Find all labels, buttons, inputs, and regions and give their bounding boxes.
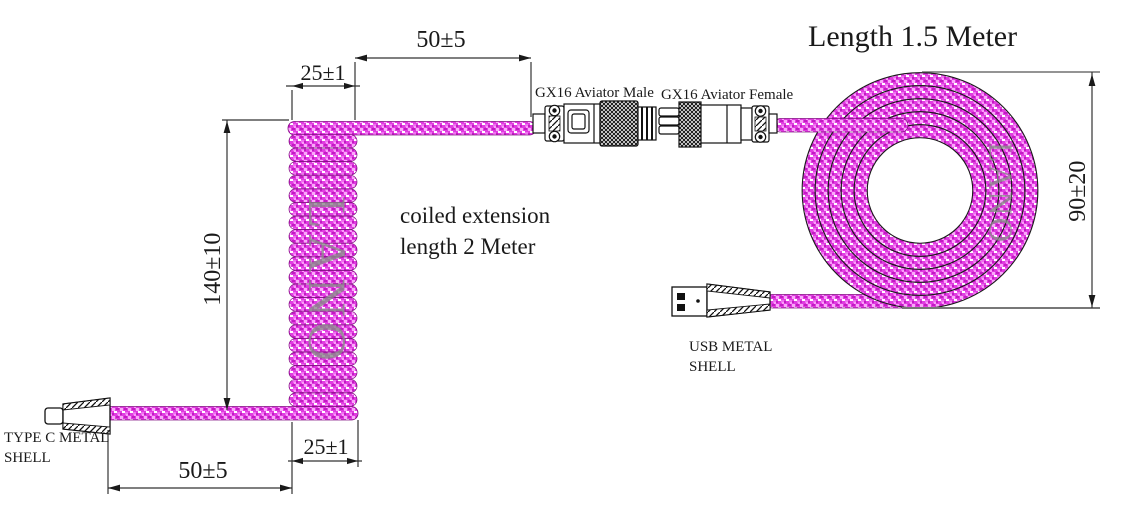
label-coiled-extension: coiled extension length 2 Meter [400, 200, 550, 262]
gx16-male-connector [532, 100, 657, 147]
cable-female-to-spiral [773, 118, 909, 133]
label-usb-shell-line2: SHELL [689, 358, 736, 375]
label-gx16-male: GX16 Aviator Male [535, 85, 654, 101]
coiled-extension-section [102, 121, 537, 421]
top-cable [287, 121, 537, 136]
label-typec-shell-line2: SHELL [4, 449, 51, 466]
dimension-lines [107, 57, 1100, 494]
usb-connector [671, 283, 771, 318]
dimension-top-straight: 50±5 [416, 27, 466, 53]
dimension-spiral-diameter: 90±20 [1064, 160, 1091, 222]
label-length-right: Length 1.5 Meter [808, 20, 1018, 53]
gx16-female-connector [658, 101, 778, 148]
bottom-cable [102, 406, 359, 421]
label-coiled-extension-line2: length 2 Meter [400, 234, 536, 260]
spiral-coil [801, 72, 1039, 309]
label-typec-shell: TYPE C METAL SHELL [4, 429, 109, 468]
coil-loops [288, 134, 358, 407]
dimension-bottom-straight: 50±5 [178, 458, 228, 484]
brand-watermark-coil: LANO [297, 196, 357, 366]
typec-connector [44, 397, 111, 435]
dimension-bottom-coil-width: 25±1 [303, 434, 349, 459]
label-coiled-extension-line1: coiled extension [400, 203, 551, 228]
label-usb-shell: USB METAL SHELL [689, 338, 772, 377]
dimension-top-coil-width: 25±1 [300, 60, 346, 85]
label-usb-shell-line1: USB METAL [689, 339, 773, 355]
label-typec-shell-line1: TYPE C METAL [4, 430, 110, 446]
dimension-coil-height: 140±10 [199, 232, 226, 306]
label-gx16-female: GX16 Aviator Female [661, 87, 794, 103]
brand-watermark-spiral: LANO [981, 141, 1019, 245]
dimension-arrows [108, 54, 1096, 492]
